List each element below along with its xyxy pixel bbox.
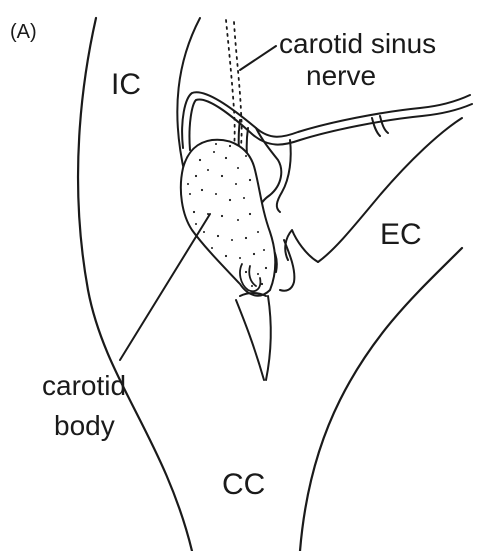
carotid-body-label-line-2: body [54, 412, 115, 440]
sinus-nerve-leader [240, 46, 276, 70]
outer-wall-right [300, 248, 462, 551]
internal-carotid-label: IC [111, 70, 141, 100]
carotid-body-leader [120, 214, 210, 360]
panel-label: (A) [10, 22, 37, 42]
carotid-sinus-nerve-label-line-2: nerve [306, 62, 376, 90]
carotid-body-label-line-1: carotid [42, 372, 126, 400]
common-carotid-label: CC [222, 470, 265, 500]
external-carotid-label: EC [380, 220, 422, 250]
carotid-body [181, 140, 275, 296]
carotid-body-stalk [236, 293, 271, 380]
carotid-sinus-nerve-label-line-1: carotid sinus [279, 30, 436, 58]
